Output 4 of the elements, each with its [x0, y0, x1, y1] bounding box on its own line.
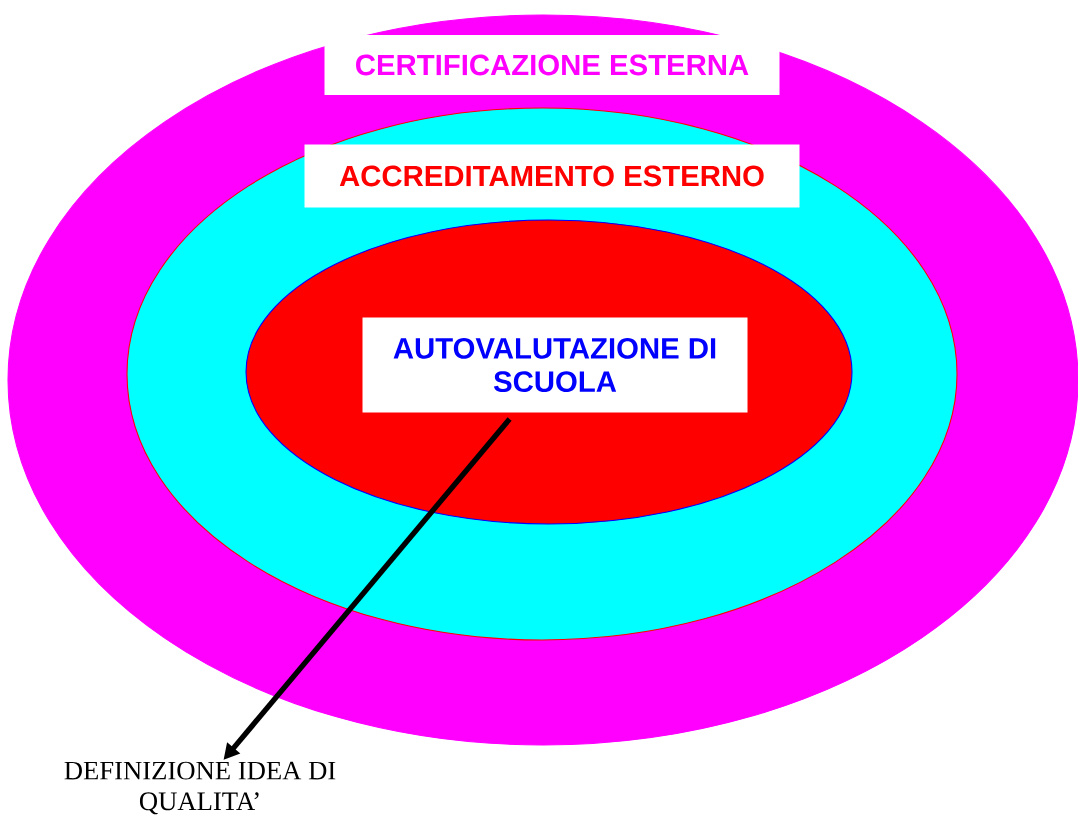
- label-box: CERTIFICAZIONE ESTERNA: [324, 35, 780, 95]
- caption-text: DEFINIZIONE IDEA DI QUALITA’: [64, 761, 336, 815]
- label-box: AUTOVALUTAZIONE DI SCUOLA: [362, 317, 748, 413]
- label-box: ACCREDITAMENTO ESTERNO: [304, 144, 800, 208]
